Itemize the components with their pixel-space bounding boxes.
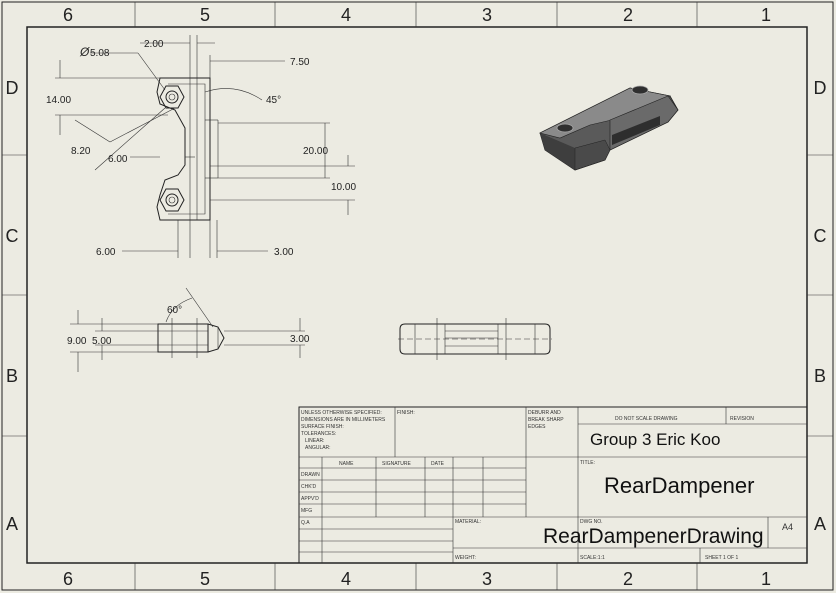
dim-45-deg: 45° (266, 95, 281, 106)
dim-5-00: 5.00 (92, 336, 112, 347)
finish-label: FINISH: (397, 410, 415, 416)
zone-col-3-top: 3 (482, 5, 492, 25)
dwg-no-label: DWG NO. (580, 519, 603, 525)
dim-9-00: 9.00 (67, 336, 87, 347)
note-line-1: UNLESS OTHERWISE SPECIFIED: (301, 410, 382, 416)
zone-row-b-left: B (6, 366, 18, 386)
zone-row-a-right: A (814, 514, 826, 534)
note-line-5: LINEAR: (305, 438, 324, 444)
zone-col-5-top: 5 (200, 5, 210, 25)
zone-col-6-bottom: 6 (63, 569, 73, 589)
note-line-2: DIMENSIONS ARE IN MILLIMETERS (301, 417, 386, 423)
company-name: Group 3 Eric Koo (590, 430, 720, 449)
deburr-line-3: EDGES (528, 424, 546, 430)
role-checked: CHK'D (301, 484, 317, 490)
zone-col-1-bottom: 1 (761, 569, 771, 589)
top-view (398, 318, 552, 360)
part-title: RearDampener (604, 473, 754, 498)
zone-row-d-left: D (6, 78, 19, 98)
dim-diameter-symbol: Ø (79, 45, 90, 59)
dim-5-08: 5.08 (90, 48, 110, 59)
sheet-label: SHEET 1 OF 1 (705, 555, 738, 561)
note-line-4: TOLERANCES: (301, 431, 336, 437)
deburr-line-1: DEBURR AND (528, 410, 561, 416)
role-approved: APPV'D (301, 496, 319, 502)
dim-8-20: 8.20 (71, 146, 91, 157)
dim-14-00: 14.00 (46, 95, 71, 106)
dim-2-00: 2.00 (144, 39, 164, 50)
title-block: UNLESS OTHERWISE SPECIFIED: DIMENSIONS A… (298, 406, 808, 564)
role-mfg: MFG (301, 508, 312, 514)
zone-col-4-top: 4 (341, 5, 351, 25)
zone-row-b-right: B (814, 366, 826, 386)
zone-row-c-right: C (814, 226, 827, 246)
dim-3-00-a: 3.00 (274, 247, 294, 258)
zone-row-a-left: A (6, 514, 18, 534)
zone-row-c-left: C (6, 226, 19, 246)
note-line-6: ANGULAR: (305, 445, 331, 451)
zone-col-6-top: 6 (63, 5, 73, 25)
side-view: 60° 9.00 5.00 3.00 (67, 287, 310, 372)
role-drawn: DRAWN (301, 472, 320, 478)
header-name: NAME (339, 461, 354, 467)
title-label: TITLE: (580, 460, 595, 466)
front-view: 2.00 7.50 Ø 5.08 14.00 45° 8.20 6.00 20.… (46, 35, 356, 258)
zone-col-3-bottom: 3 (482, 569, 492, 589)
zone-col-1-top: 1 (761, 5, 771, 25)
dim-60-deg: 60° (167, 305, 182, 316)
zone-row-d-right: D (814, 78, 827, 98)
zone-col-2-top: 2 (623, 5, 633, 25)
dim-6-00-b: 6.00 (96, 247, 116, 258)
note-line-3: SURFACE FINISH: (301, 424, 344, 430)
header-date: DATE (431, 461, 445, 467)
zone-col-2-bottom: 2 (623, 569, 633, 589)
role-qa: Q.A (301, 520, 310, 526)
scale-label: SCALE:1:1 (580, 555, 605, 561)
isometric-view (539, 85, 679, 171)
zone-col-4-bottom: 4 (341, 569, 351, 589)
dim-20-00: 20.00 (303, 146, 328, 157)
zone-col-5-bottom: 5 (200, 569, 210, 589)
dim-10-00: 10.00 (331, 182, 356, 193)
dim-6-00-a: 6.00 (108, 154, 128, 165)
deburr-line-2: BREAK SHARP (528, 417, 564, 423)
dim-7-50: 7.50 (290, 57, 310, 68)
weight-label: WEIGHT: (455, 555, 476, 561)
do-not-scale-label: DO NOT SCALE DRAWING (615, 416, 678, 422)
sheet-size: A4 (782, 522, 793, 532)
revision-label: REVISION (730, 416, 754, 422)
header-signature: SIGNATURE (382, 461, 411, 467)
dim-3-00-b: 3.00 (290, 334, 310, 345)
material-label: MATERIAL: (455, 519, 481, 525)
drawing-number: RearDampenerDrawing (543, 525, 764, 548)
